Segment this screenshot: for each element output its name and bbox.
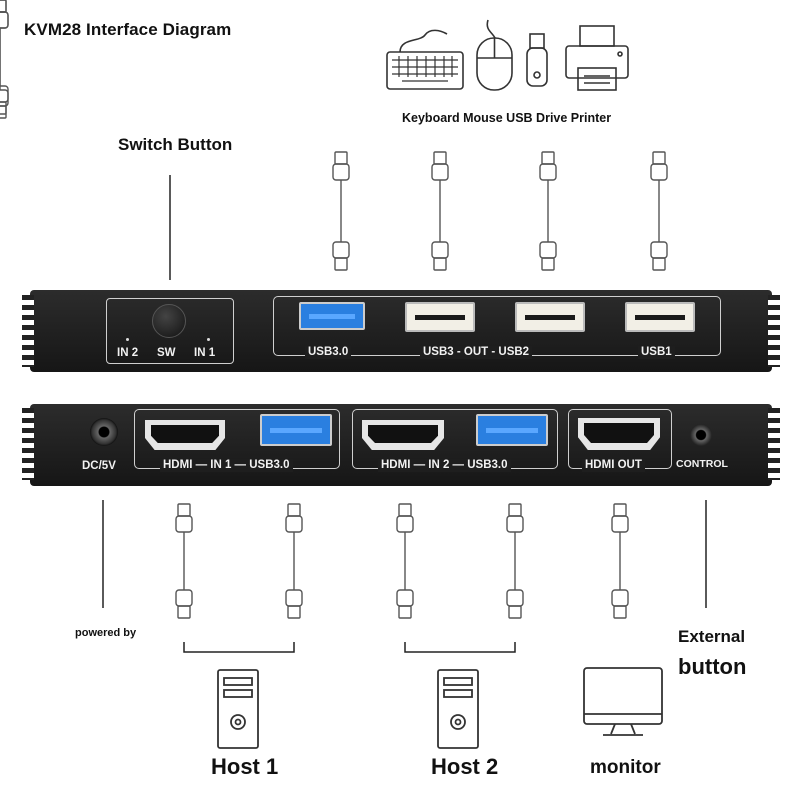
monitor-label: monitor	[590, 757, 661, 778]
led-in2-icon	[126, 338, 129, 341]
switch-button[interactable]	[152, 304, 186, 338]
in1-label: IN 1	[194, 347, 216, 359]
hdmi-out-label: HDMI OUT	[582, 459, 645, 472]
peripherals-label: Keyboard Mouse USB Drive Printer	[402, 111, 612, 125]
usb30-port[interactable]	[299, 302, 365, 330]
usb3-out-usb2-label: USB3 - OUT - USB2	[420, 346, 533, 359]
usb30-label: USB3.0	[305, 346, 352, 359]
hdmi-in2-usb-label: HDMI — IN 2 — USB3.0	[378, 459, 511, 472]
usb30-in2-port[interactable]	[476, 414, 548, 446]
usb1-label: USB1	[638, 346, 675, 359]
button-label: button	[678, 654, 747, 679]
hdmi-in1-port[interactable]	[145, 420, 225, 450]
dc-power-jack[interactable]	[90, 418, 118, 446]
control-label: CONTROL	[676, 458, 728, 470]
hdmi-in2-port[interactable]	[362, 420, 444, 450]
in2-label: IN 2	[117, 347, 139, 359]
computer-tower-icon	[437, 669, 479, 749]
usb3-out-port[interactable]	[405, 302, 475, 332]
page-title: KVM28 Interface Diagram	[24, 20, 232, 39]
dc-label: DC/5V	[82, 460, 116, 472]
usb-cables-top	[0, 0, 9, 119]
powered-by-label: powered by	[75, 627, 137, 639]
usb1-port[interactable]	[625, 302, 695, 332]
switch-button-label: Switch Button	[118, 135, 233, 154]
usb2-port[interactable]	[515, 302, 585, 332]
control-jack[interactable]	[690, 424, 712, 446]
monitor-icon	[583, 667, 663, 736]
computer-tower-icon	[217, 669, 259, 749]
host1-label: Host 1	[211, 754, 279, 779]
led-in1-icon	[207, 338, 210, 341]
sw-label: SW	[157, 347, 176, 359]
usb-drive-icon	[526, 33, 548, 87]
keyboard-icon	[386, 29, 464, 90]
hdmi-in1-usb-label: HDMI — IN 1 — USB3.0	[160, 459, 293, 472]
mouse-icon	[476, 19, 513, 91]
external-label: External	[678, 627, 746, 646]
host2-label: Host 2	[431, 754, 499, 779]
hdmi-out-port[interactable]	[578, 418, 660, 450]
printer-icon	[565, 25, 629, 91]
usb30-in1-port[interactable]	[260, 414, 332, 446]
